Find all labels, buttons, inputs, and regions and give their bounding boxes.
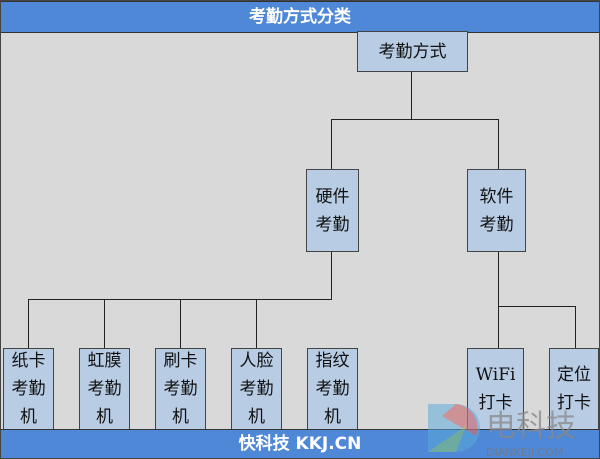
node-face: 人脸 考勤 机 [231, 348, 282, 430]
footer-bar: 快科技 KKJ.CN [1, 429, 599, 458]
node-software: 软件 考勤 [467, 169, 526, 252]
node-label: 人脸 考勤 机 [239, 351, 274, 427]
node-label: WiFi 打卡 [475, 365, 516, 413]
node-label: 纸卡 考勤 机 [11, 351, 46, 427]
node-label: 硬件 考勤 [315, 186, 350, 235]
connector [331, 119, 499, 120]
node-label: 定位 打卡 [557, 365, 591, 413]
node-hardware: 硬件 考勤 [306, 169, 359, 252]
connector [180, 299, 181, 349]
node-label: 刷卡 考勤 机 [163, 351, 198, 427]
connector [498, 251, 499, 349]
node-fingerprint: 指纹 考勤 机 [307, 348, 358, 430]
title-bar: 考勤方式分类 [1, 1, 599, 33]
node-swipe-card: 刷卡 考勤 机 [155, 348, 206, 430]
svg-text:DIANKEJI.COM: DIANKEJI.COM [486, 446, 563, 459]
node-label: 虹膜 考勤 机 [87, 351, 122, 427]
node-label: 软件 考勤 [479, 186, 514, 235]
connector [498, 119, 499, 169]
node-location: 定位 打卡 [549, 348, 599, 430]
connector [28, 299, 29, 349]
node-label: 考勤方式 [378, 41, 447, 62]
connector [104, 299, 105, 349]
connector [331, 251, 332, 299]
connector [411, 71, 412, 119]
node-label: 指纹 考勤 机 [315, 351, 350, 427]
node-iris: 虹膜 考勤 机 [79, 348, 130, 430]
connector [331, 119, 332, 169]
svg-text:电科技: 电科技 [486, 409, 576, 444]
node-paper-card: 纸卡 考勤 机 [3, 348, 54, 430]
node-root: 考勤方式 [357, 31, 468, 72]
connector [256, 299, 257, 349]
watermark-logo: 电科技 DIANKEJI.COM [428, 404, 576, 459]
connector [575, 306, 576, 349]
connector [498, 306, 576, 307]
